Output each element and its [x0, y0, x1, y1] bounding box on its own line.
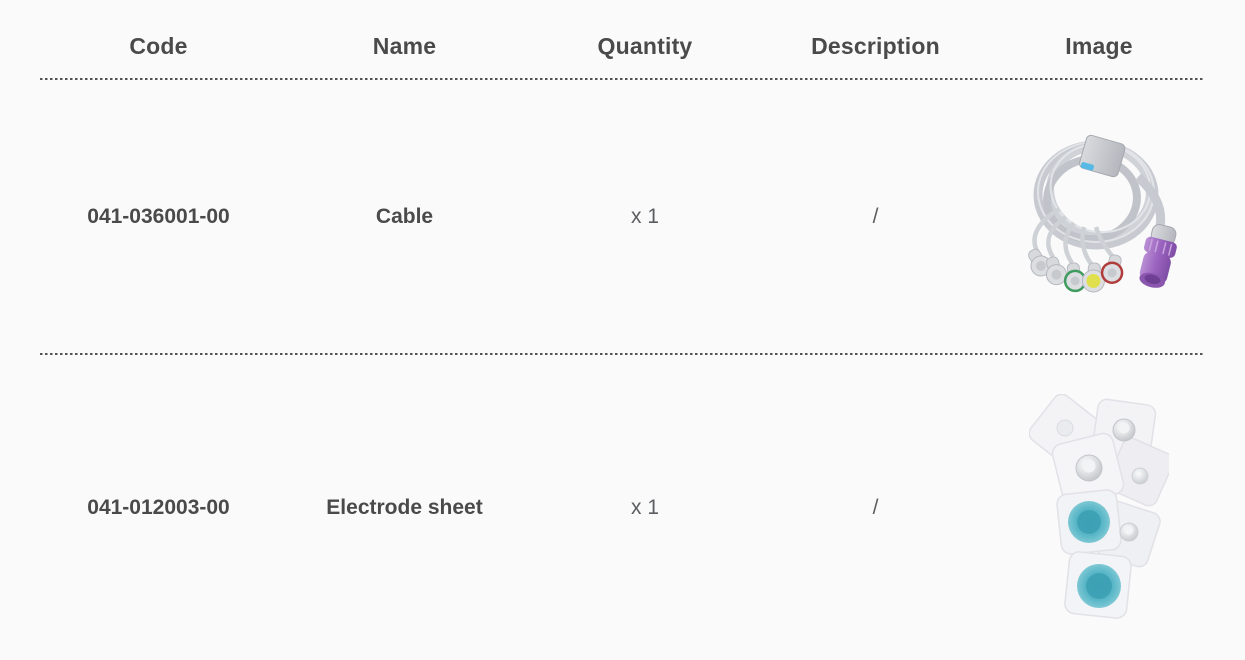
- red-lead: [1100, 254, 1124, 285]
- cell-description: /: [872, 205, 879, 228]
- snap-buttons: [1056, 418, 1149, 542]
- cell-code: 041-012003-00: [87, 496, 230, 519]
- cell-name: Electrode sheet: [326, 496, 483, 519]
- cell-image: [993, 394, 1205, 622]
- column-header-description: Description: [811, 32, 940, 59]
- column-header-code: Code: [129, 32, 188, 59]
- cell-code: 041-036001-00: [87, 205, 230, 228]
- dotted-divider: [40, 78, 1205, 81]
- yellow-lead: [1081, 262, 1105, 293]
- cell-image: [993, 125, 1205, 309]
- cell-quantity: x 1: [630, 496, 659, 519]
- cell-name: Cable: [375, 205, 434, 228]
- column-header-name: Name: [372, 32, 437, 59]
- purple-connector: [1139, 224, 1177, 288]
- column-header-image: Image: [1065, 32, 1133, 59]
- dotted-divider: [40, 353, 1205, 356]
- green-lead: [1063, 262, 1087, 293]
- teal-gel-pads: [1068, 501, 1121, 608]
- ecg-trunk-cable-photo: [1028, 134, 1177, 293]
- cell-description: /: [872, 496, 879, 519]
- table-header-row: Code Name Quantity Description Image: [40, 0, 1205, 78]
- table-row-electrode-sheet: 041-012003-00 Electrode sheet x 1 /: [40, 356, 1205, 660]
- column-header-quantity: Quantity: [597, 32, 693, 59]
- table-row-cable: 041-036001-00 Cable x 1 /: [40, 81, 1205, 353]
- cell-quantity: x 1: [630, 205, 659, 228]
- electrode-sheet-photo: [1029, 394, 1169, 619]
